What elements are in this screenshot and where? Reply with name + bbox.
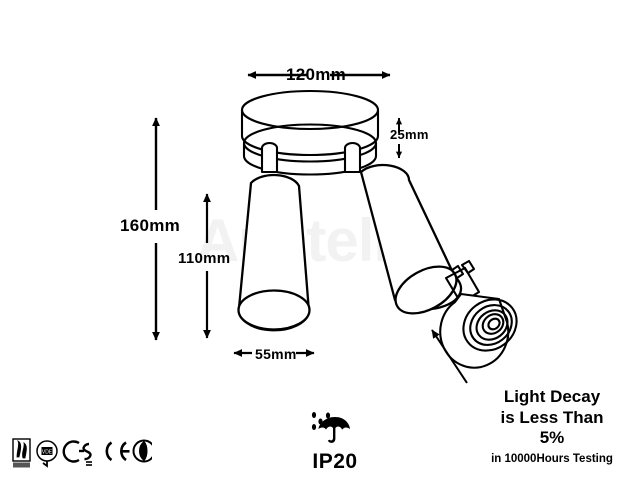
mounting-brackets — [260, 142, 362, 174]
gs-mark-icon — [62, 440, 92, 466]
gu10-lamp-base — [444, 259, 481, 305]
light-decay-block: Light Decay is Less Than 5% in 10000Hour… — [466, 387, 638, 466]
spotlight-head-left — [237, 173, 311, 332]
light-decay-line1: Light Decay — [503, 387, 601, 406]
light-decay-value: 5% — [539, 428, 565, 448]
gu10-reflector — [439, 292, 518, 369]
dimension-label-120mm: 120mm — [286, 65, 347, 84]
dimension-label-110mm: 110mm — [178, 250, 231, 267]
ip-rating-block: IP20 — [295, 408, 375, 474]
dimension-label-160mm: 160mm — [120, 216, 181, 235]
ce-mark-icon — [105, 441, 130, 462]
vde-mark-icon: VDE — [36, 440, 58, 468]
mobius-recycle-icon — [132, 439, 156, 463]
ceiling-plate — [240, 89, 380, 176]
dimension-label-55mm: 55mm — [255, 346, 297, 362]
spotlight-head-right — [359, 163, 463, 315]
umbrella-rain-icon — [311, 412, 350, 443]
svg-text:VDE: VDE — [42, 450, 53, 456]
light-decay-line2: is Less Than — [500, 407, 604, 427]
dimension-line-25mm — [395, 118, 403, 158]
ip-rating-label: IP20 — [312, 450, 358, 473]
light-decay-note: in 10000Hours Testing — [491, 453, 613, 466]
weee-recycling-icon — [12, 438, 31, 468]
bulb-leader-arrow — [431, 329, 468, 384]
certification-marks: VDE — [12, 437, 156, 476]
dimension-label-25mm: 25mm — [390, 127, 429, 142]
